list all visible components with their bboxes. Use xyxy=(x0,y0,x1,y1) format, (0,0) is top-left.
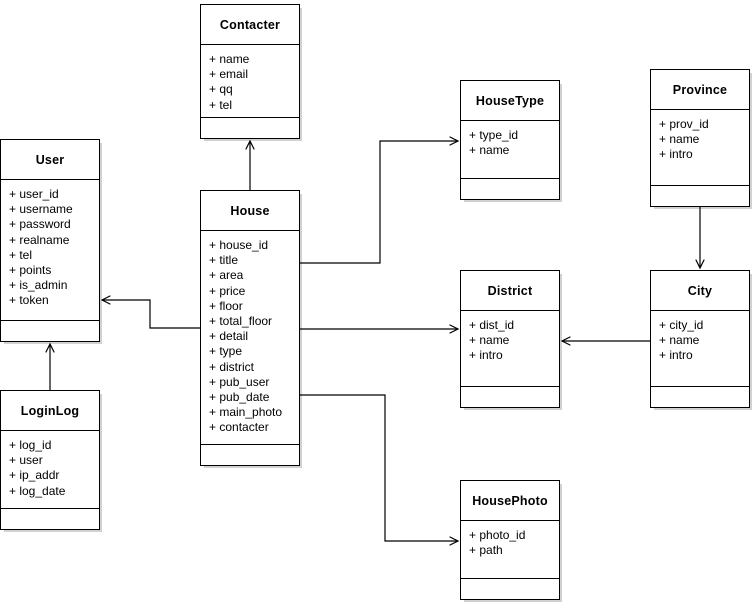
uml-attribute: + tel xyxy=(209,97,233,112)
uml-class-contacter[interactable]: Contacter+ name+ email+ qq+ tel xyxy=(200,4,300,139)
uml-attribute: + points xyxy=(9,263,52,278)
uml-class-attributes-loginlog: + log_id+ user+ ip_addr+ log_date xyxy=(1,431,99,509)
uml-attribute: + city_id xyxy=(659,318,704,332)
uml-class-methods-loginlog xyxy=(1,509,99,529)
uml-attribute: + name xyxy=(659,132,700,147)
uml-class-house[interactable]: House+ house_id+ title+ area+ price+ flo… xyxy=(200,190,300,466)
uml-attribute: + name xyxy=(659,333,700,348)
uml-class-attributes-city: + city_id+ name+ intro xyxy=(651,311,749,387)
uml-class-title-contacter: Contacter xyxy=(201,5,299,45)
uml-class-district[interactable]: District+ dist_id+ name+ intro xyxy=(460,270,560,408)
uml-attribute: + email xyxy=(209,67,249,82)
uml-class-methods-contacter xyxy=(201,118,299,138)
uml-class-title-user: User xyxy=(1,140,99,180)
uml-attribute: + detail xyxy=(209,329,249,344)
uml-class-loginlog[interactable]: LoginLog+ log_id+ user+ ip_addr+ log_dat… xyxy=(0,390,100,530)
uml-class-housetype[interactable]: HouseType+ type_id+ name xyxy=(460,80,560,200)
uml-attribute: + user_id xyxy=(9,187,59,201)
uml-attribute: + price xyxy=(209,283,246,298)
uml-class-title-housetype: HouseType xyxy=(461,81,559,121)
uml-attribute: + intro xyxy=(469,348,503,363)
uml-attribute: + contacter xyxy=(209,420,269,435)
uml-attribute: + name xyxy=(469,143,510,158)
edge-house-to-user[interactable] xyxy=(100,295,200,329)
uml-attribute: + username xyxy=(9,202,73,217)
uml-attribute: + realname xyxy=(9,232,70,247)
uml-attribute: + tel xyxy=(9,247,33,262)
uml-class-user[interactable]: User+ user_id+ username+ password+ realn… xyxy=(0,139,100,342)
uml-class-city[interactable]: City+ city_id+ name+ intro xyxy=(650,270,750,408)
uml-class-title-district: District xyxy=(461,271,559,311)
uml-attribute: + password xyxy=(9,217,71,232)
uml-attribute: + floor xyxy=(209,298,243,313)
uml-attribute: + name xyxy=(469,333,510,348)
uml-attribute: + token xyxy=(9,293,49,308)
uml-attribute: + type_id xyxy=(469,128,519,142)
uml-attribute: + user xyxy=(9,453,43,468)
uml-attribute: + total_floor xyxy=(209,314,273,329)
uml-attribute: + intro xyxy=(659,147,693,162)
uml-attribute: + log_date xyxy=(9,483,66,498)
uml-attribute: + log_id xyxy=(9,438,52,452)
uml-attribute: + dist_id xyxy=(469,318,515,332)
uml-attribute: + pub_user xyxy=(209,374,270,389)
uml-attribute: + qq xyxy=(209,82,233,97)
uml-attribute: + area xyxy=(209,268,244,283)
uml-class-methods-housephoto xyxy=(461,579,559,599)
uml-class-methods-city xyxy=(651,387,749,407)
uml-class-province[interactable]: Province+ prov_id+ name+ intro xyxy=(650,69,750,207)
uml-class-attributes-user: + user_id+ username+ password+ realname+… xyxy=(1,180,99,321)
uml-class-title-house: House xyxy=(201,191,299,231)
uml-class-title-housephoto: HousePhoto xyxy=(461,481,559,521)
uml-attribute: + main_photo xyxy=(209,405,283,420)
uml-attribute: + ip_addr xyxy=(9,468,60,483)
uml-attribute: + is_admin xyxy=(9,278,68,293)
uml-attribute: + type xyxy=(209,344,243,359)
edge-house-to-housephoto[interactable] xyxy=(300,394,460,546)
uml-class-methods-user xyxy=(1,321,99,341)
uml-attribute: + intro xyxy=(659,348,693,363)
uml-class-methods-district xyxy=(461,387,559,407)
uml-attribute: + district xyxy=(209,359,255,374)
uml-class-attributes-contacter: + name+ email+ qq+ tel xyxy=(201,45,299,118)
uml-class-title-province: Province xyxy=(651,70,749,110)
uml-class-attributes-housephoto: + photo_id+ path xyxy=(461,521,559,579)
uml-class-title-loginlog: LoginLog xyxy=(1,391,99,431)
uml-class-methods-house xyxy=(201,445,299,465)
uml-class-title-city: City xyxy=(651,271,749,311)
uml-class-housephoto[interactable]: HousePhoto+ photo_id+ path xyxy=(460,480,560,600)
uml-attribute: + title xyxy=(209,253,239,268)
uml-class-methods-housetype xyxy=(461,179,559,199)
uml-attribute: + prov_id xyxy=(659,117,709,131)
uml-attribute: + pub_date xyxy=(209,390,270,405)
uml-attribute: + house_id xyxy=(209,238,269,252)
uml-attribute: + path xyxy=(469,543,503,558)
uml-class-attributes-house: + house_id+ title+ area+ price+ floor+ t… xyxy=(201,231,299,445)
uml-attribute: + photo_id xyxy=(469,528,526,542)
edge-house-to-housetype[interactable] xyxy=(300,136,460,264)
uml-class-attributes-district: + dist_id+ name+ intro xyxy=(461,311,559,387)
uml-attribute: + name xyxy=(209,52,250,66)
uml-class-attributes-housetype: + type_id+ name xyxy=(461,121,559,179)
uml-class-attributes-province: + prov_id+ name+ intro xyxy=(651,110,749,186)
uml-class-methods-province xyxy=(651,186,749,206)
